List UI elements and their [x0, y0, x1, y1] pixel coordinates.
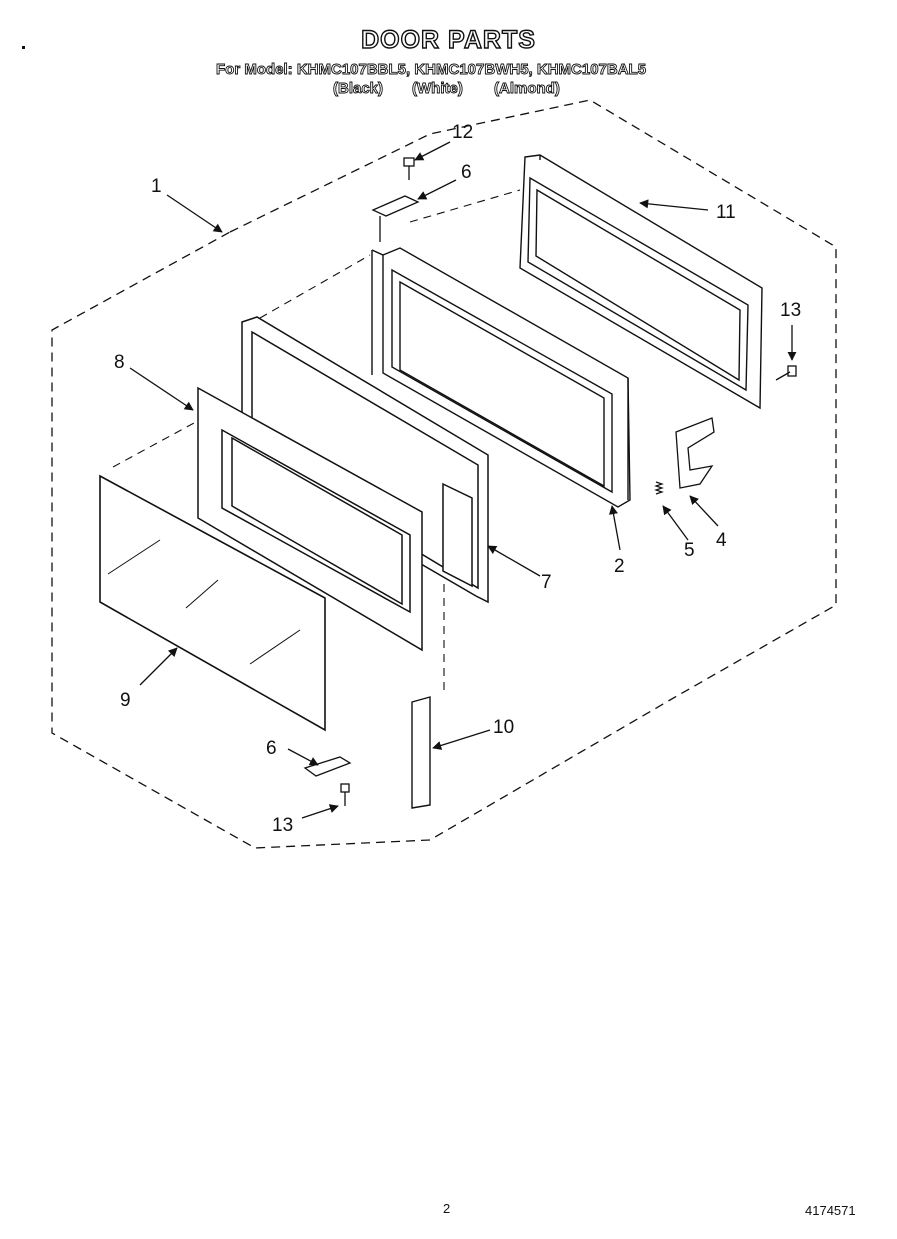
callout-7: 7	[541, 572, 552, 593]
callout-5: 5	[684, 540, 695, 561]
part-2-inner-door	[371, 247, 631, 508]
leader-12	[414, 141, 451, 161]
leader-6a	[417, 179, 457, 200]
leader-2	[608, 505, 621, 551]
assembly-boundary	[51, 99, 837, 849]
callout-6-top: 6	[461, 162, 472, 183]
callout-6-bottom: 6	[266, 738, 277, 759]
document-number: 4174571	[805, 1203, 856, 1218]
leader-10	[432, 729, 491, 750]
leader-8	[129, 367, 194, 411]
leader-5	[662, 505, 689, 541]
part-13-screw-bottom	[340, 783, 350, 806]
color-black-label: (Black)	[333, 80, 384, 98]
corner-mark	[22, 46, 25, 49]
part-11-choke-frame	[519, 154, 763, 410]
part-8-trim	[197, 386, 423, 652]
callout-4: 4	[716, 530, 727, 551]
callout-11: 11	[716, 202, 736, 223]
part-4-latch	[675, 417, 715, 489]
page-number: 2	[443, 1201, 451, 1216]
callout-9: 9	[120, 690, 131, 711]
model-list: For Model: KHMC107BBL5, KHMC107BWH5, KHM…	[216, 61, 647, 79]
callout-1: 1	[151, 176, 162, 197]
leader-11	[639, 199, 709, 211]
page-title: DOOR PARTS	[360, 25, 536, 54]
callout-2: 2	[614, 556, 625, 577]
color-almond-label: (Almond)	[494, 80, 561, 98]
leader-arrows	[129, 141, 797, 819]
callout-12: 12	[452, 122, 473, 143]
callout-10: 10	[493, 717, 514, 738]
part-13-screw-right	[775, 365, 797, 381]
part-6-hinge-bottom	[303, 756, 352, 777]
leader-4	[689, 495, 719, 527]
part-12-screw	[403, 157, 415, 180]
leader-7	[487, 545, 541, 577]
leader-13b	[301, 804, 339, 819]
part-10-strip	[411, 696, 431, 809]
color-white-label: (White)	[412, 80, 464, 98]
callout-8: 8	[114, 352, 125, 373]
part-9-glass	[99, 474, 326, 732]
part-6-hinge-top	[371, 195, 420, 242]
part-7-door-frame	[241, 316, 489, 604]
leader-9	[139, 647, 178, 686]
part-5-spring	[654, 481, 664, 495]
callout-13-bottom: 13	[272, 815, 293, 836]
leader-6b	[287, 748, 319, 766]
leader-1	[166, 194, 223, 233]
callout-13-right: 13	[780, 300, 801, 321]
